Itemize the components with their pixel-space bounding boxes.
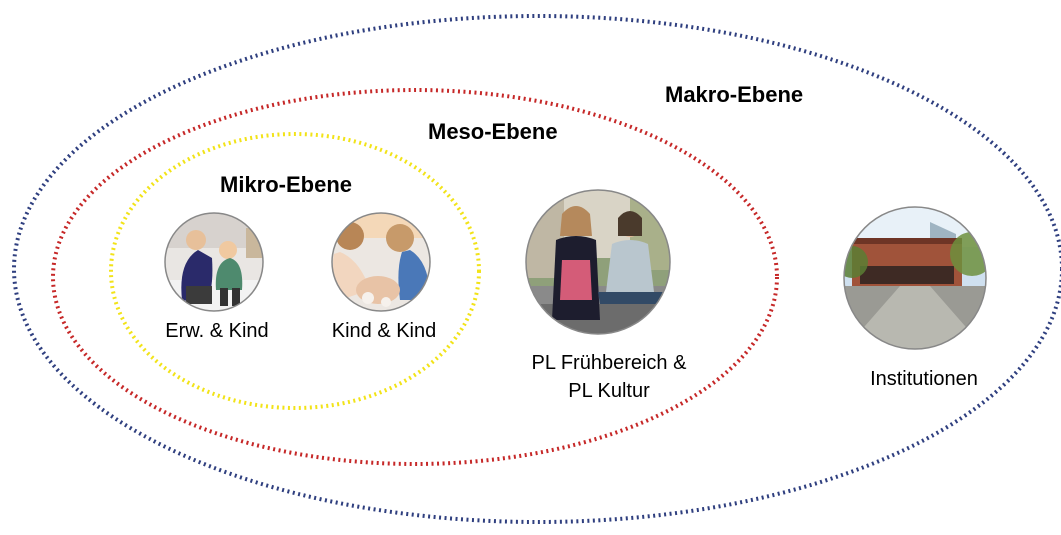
node-label-institutionen: Institutionen (870, 368, 978, 390)
adult-and-child-photo (165, 213, 263, 311)
node-label-pl-line-1: PL Frühbereich & (532, 352, 688, 374)
two-women-photo (526, 190, 670, 334)
adult-and-child-photo-frame (164, 212, 264, 312)
makro-ellipse (12, 14, 1061, 524)
children-playing-photo-frame (331, 212, 431, 312)
node-label-erw-kind: Erw. & Kind (165, 320, 268, 342)
building-photo-frame (843, 206, 987, 350)
mikro-ellipse (109, 132, 481, 410)
two-women-photo-frame (525, 189, 671, 335)
mikro-title: Mikro-Ebene (220, 172, 352, 197)
meso-title: Meso-Ebene (428, 119, 558, 144)
node-label-pl-line-2: PL Kultur (568, 380, 650, 402)
children-playing-photo (332, 213, 430, 311)
makro-title: Makro-Ebene (665, 82, 803, 107)
node-label-kind-kind: Kind & Kind (332, 320, 437, 342)
meso-ellipse (51, 88, 779, 466)
building-photo (844, 207, 986, 349)
